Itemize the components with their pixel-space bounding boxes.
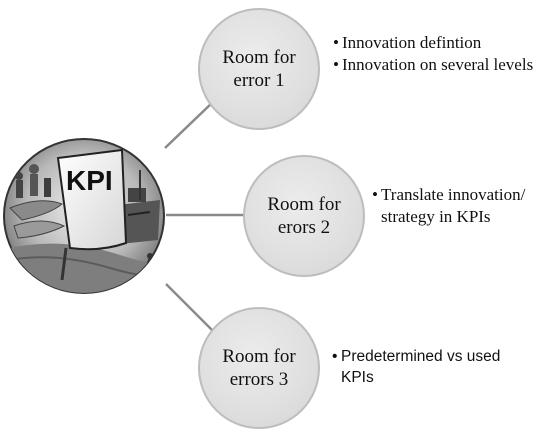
node-room-for-error-2: Room for erors 2: [243, 155, 365, 277]
bullet-item: Predetermined vs used KPIs: [332, 347, 532, 389]
connector-line-3: [165, 283, 215, 333]
node-label: Room for erors 2: [267, 193, 341, 238]
bullet-item: Innovation on several levels: [333, 54, 543, 76]
node-room-for-error-1: Room for error 1: [198, 8, 320, 130]
connector-line-1: [164, 100, 215, 149]
kpi-illustration: KPI: [3, 138, 165, 294]
node-room-for-error-3: Room for errors 3: [198, 307, 320, 429]
kpi-sign: KPI: [56, 148, 128, 281]
kpi-sign-text: KPI: [66, 165, 113, 196]
bullet-item: Translate innovation/ strategy in KPIs: [372, 184, 547, 228]
node-label: Room for error 1: [222, 46, 296, 91]
bullet-item: Innovation defintion: [333, 32, 543, 54]
node-1-bullets: Innovation defintion Innovation on sever…: [333, 32, 543, 76]
node-3-bullets: Predetermined vs used KPIs: [332, 347, 532, 389]
node-label: Room for errors 3: [222, 345, 296, 390]
node-2-bullets: Translate innovation/ strategy in KPIs: [372, 184, 547, 228]
